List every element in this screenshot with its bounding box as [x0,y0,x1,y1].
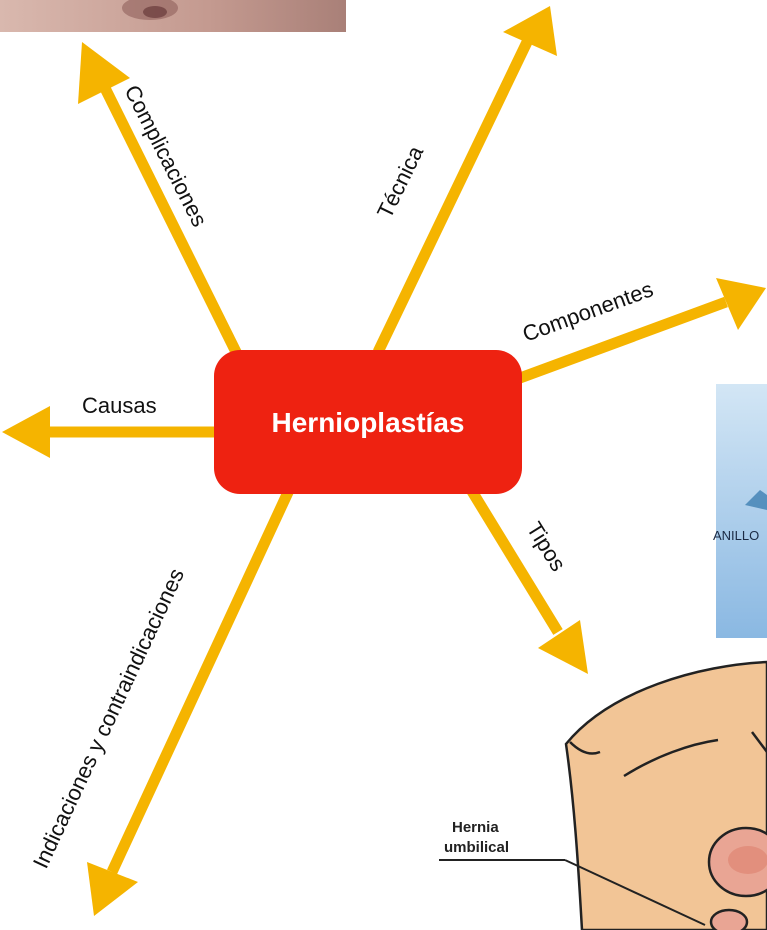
hernia-caption-line2: umbilical [444,839,509,856]
label-tecnica: Técnica [372,141,429,222]
arrowhead-causas [2,406,50,458]
umbilical-hernia-illustration: Hernia umbilical [439,662,767,930]
label-indicaciones: Indicaciones y contraindicaciones [28,565,189,873]
center-node: Hernioplastías [214,350,522,494]
anatomy-partial-label: ANILLO [713,528,759,543]
navel-small [711,910,747,930]
hernia-caption-line1: Hernia [452,819,499,836]
anatomy-image: ANILLO [713,384,767,638]
arrow-complicaciones [102,82,238,356]
label-tipos: Tipos [522,517,571,575]
arrowhead-tipos [538,620,588,674]
complication-photo [0,0,346,32]
label-causas: Causas [82,393,157,418]
center-node-label: Hernioplastías [272,407,465,438]
